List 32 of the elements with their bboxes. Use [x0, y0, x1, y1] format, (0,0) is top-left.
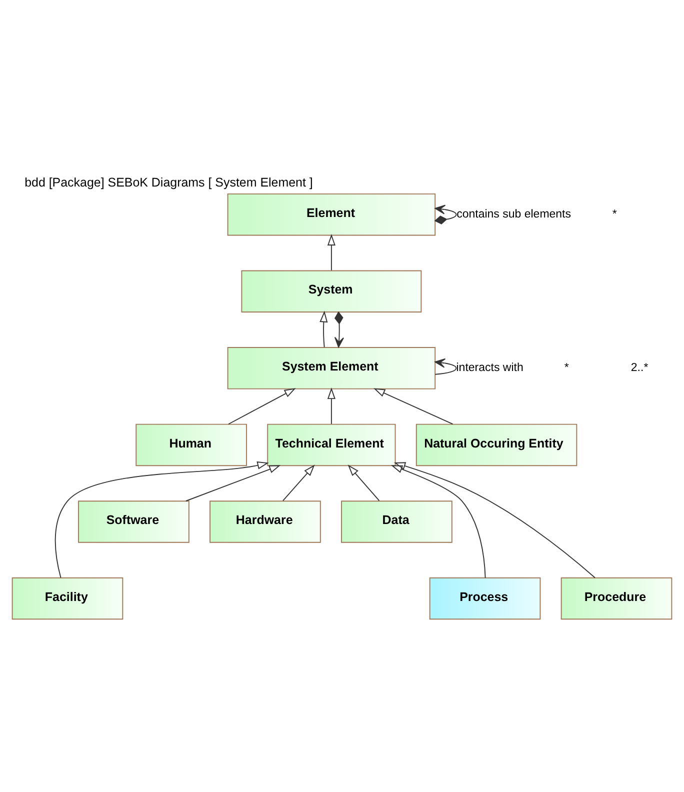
node-box: Human [136, 424, 247, 466]
node-box: Software [78, 500, 190, 543]
node-box: Element [227, 193, 436, 236]
arrow [282, 464, 315, 502]
node-box: System [241, 270, 422, 312]
arrow [54, 461, 269, 578]
arrow [185, 465, 281, 502]
node-box: Technical Element [267, 424, 396, 466]
node-box: Natural Occuring Entity [416, 424, 578, 466]
edge-label: interacts with [456, 362, 524, 374]
node-box: Facility [12, 577, 124, 620]
arrow [327, 388, 336, 424]
arrow [320, 310, 328, 348]
edge-label: contains sub elements [456, 208, 572, 221]
node-box: Data [341, 500, 452, 543]
arrow [434, 358, 457, 375]
arrow [374, 388, 454, 425]
arrow [348, 464, 380, 502]
diagram-title: bdd [Package] SEBoK Diagrams [ System Element ] [24, 176, 313, 190]
node-box: Process [429, 577, 541, 620]
node-box: System Element [227, 347, 436, 390]
arrow [327, 234, 336, 271]
label: 2..* [630, 362, 648, 374]
arrow [394, 462, 596, 578]
label: * [564, 362, 569, 374]
arrow [228, 388, 296, 425]
node-box: Hardware [210, 500, 321, 543]
arrow [434, 204, 457, 224]
arrow [334, 311, 344, 348]
arrow [390, 465, 486, 578]
label: * [612, 208, 617, 221]
node-box: Procedure [560, 577, 672, 620]
